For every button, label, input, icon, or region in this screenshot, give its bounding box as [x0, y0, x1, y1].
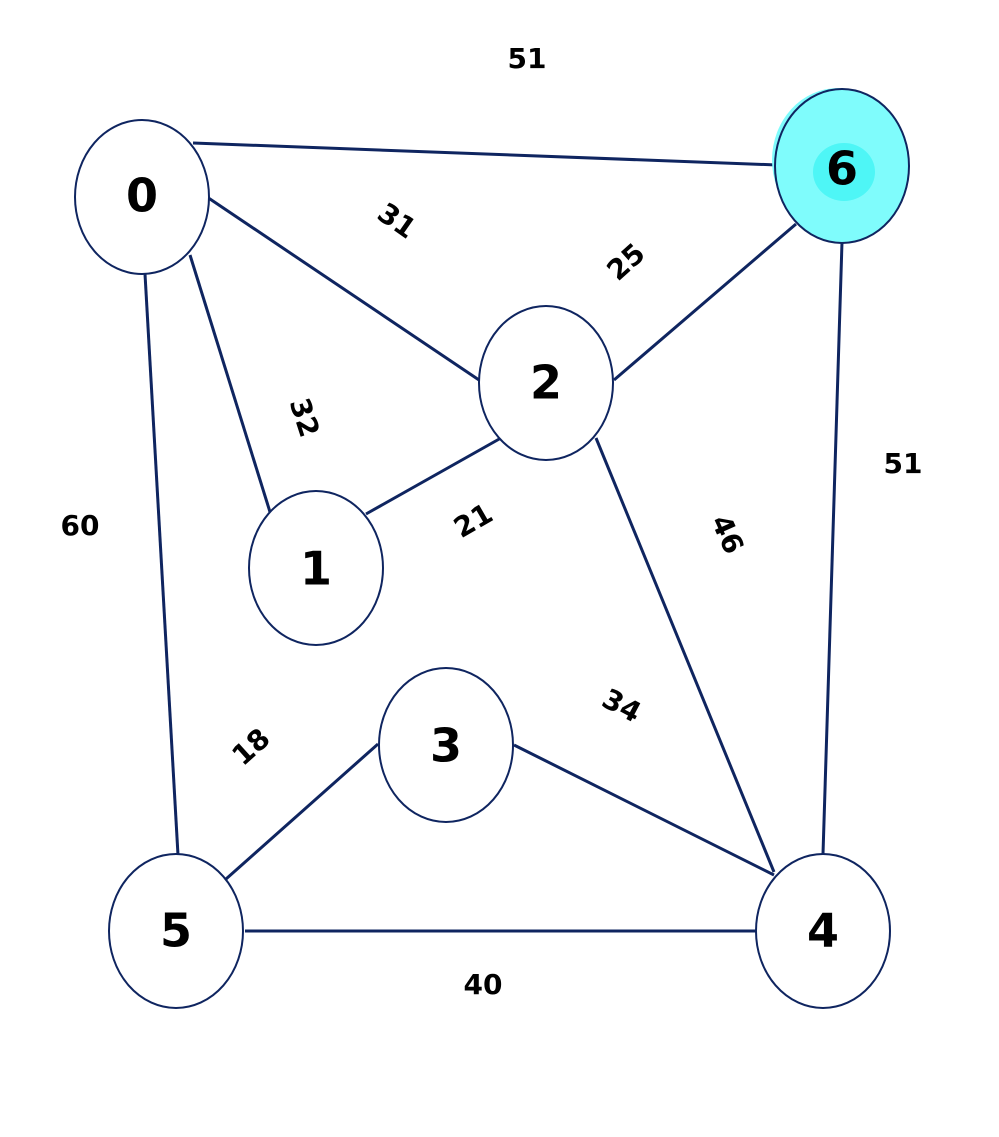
edge-0-1-weight: 32 — [283, 394, 326, 441]
edge-0-6 — [192, 141, 778, 167]
node-5[interactable]: 5 — [108, 853, 244, 1009]
node-3[interactable]: 3 — [378, 667, 514, 823]
node-1-label: 1 — [300, 542, 332, 596]
node-4-label: 4 — [807, 904, 839, 958]
node-0[interactable]: 0 — [74, 119, 210, 275]
edge-3-4 — [513, 743, 775, 877]
edge-5-3 — [225, 742, 379, 881]
edge-0-5 — [143, 273, 180, 856]
edge-1-2 — [365, 436, 502, 516]
node-4-circle — [755, 853, 891, 1009]
node-2-circle — [478, 305, 614, 461]
node-0-label: 0 — [126, 169, 158, 223]
edge-5-4-weight: 40 — [464, 968, 503, 1001]
node-6[interactable]: 6 — [772, 88, 910, 244]
node-3-label: 3 — [430, 719, 462, 773]
node-1[interactable]: 1 — [248, 490, 384, 646]
edges — [143, 141, 844, 933]
edge-2-6-weight: 25 — [600, 237, 651, 288]
edge-0-5-weight: 60 — [61, 509, 100, 542]
node-4[interactable]: 4 — [755, 853, 891, 1009]
node-5-circle — [108, 853, 244, 1009]
edge-2-6 — [613, 222, 797, 382]
node-5-label: 5 — [160, 904, 192, 958]
edge-6-4 — [821, 241, 844, 855]
edge-3-4-weight: 34 — [597, 682, 647, 729]
nodes: 0 1 2 3 4 5 6 — [74, 88, 910, 1009]
edge-2-4-weight: 46 — [704, 510, 750, 559]
edge-0-1 — [188, 254, 272, 513]
node-6-label: 6 — [826, 142, 858, 196]
edge-2-4 — [594, 437, 776, 873]
node-0-circle — [74, 119, 210, 275]
node-6-highlight-core — [813, 143, 875, 201]
edge-5-3-weight: 18 — [225, 722, 276, 773]
edge-6-4-weight: 51 — [884, 447, 923, 480]
node-1-circle — [248, 490, 384, 646]
edge-0-2-weight: 31 — [371, 196, 422, 245]
edge-1-2-weight: 21 — [448, 497, 498, 545]
node-2-label: 2 — [530, 356, 562, 410]
node-3-circle — [378, 667, 514, 823]
edge-0-6-weight: 51 — [508, 42, 547, 75]
edge-0-2 — [206, 195, 483, 384]
node-2[interactable]: 2 — [478, 305, 614, 461]
